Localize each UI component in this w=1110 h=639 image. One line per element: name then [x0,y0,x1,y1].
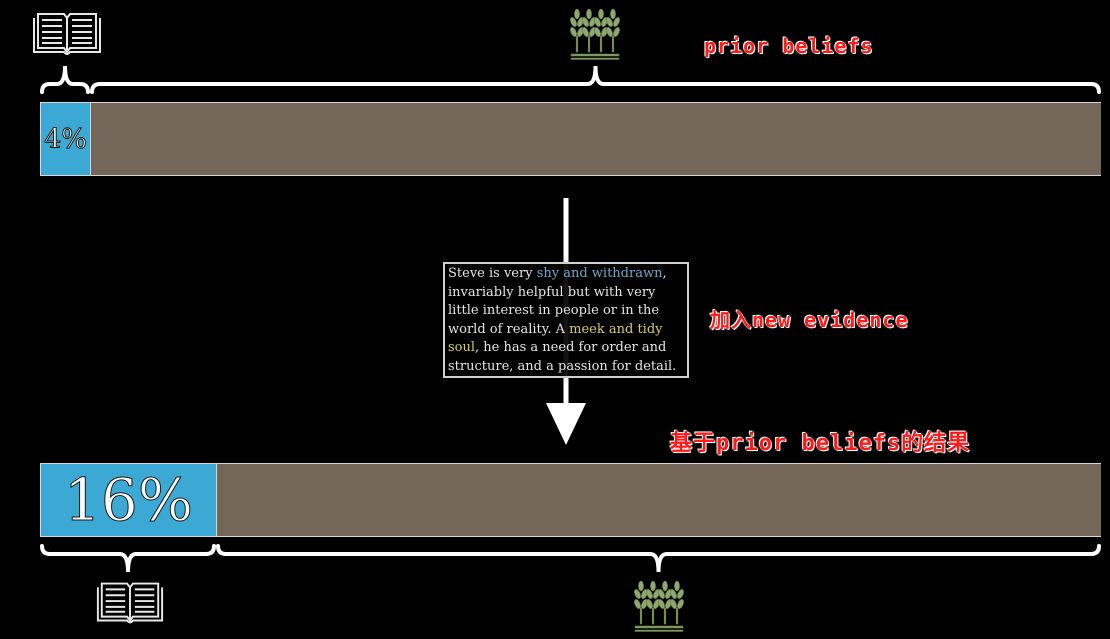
new-evidence-caption: 加入new evidence [710,308,909,332]
result-caption: 基于prior beliefs的结果 [670,431,971,456]
wheat-icon [570,8,620,60]
librarian-segment [41,103,90,175]
posterior-percentage-label: 16% [64,466,194,535]
farmer-brace [216,544,1101,573]
prior-bar: 4% [40,102,1101,176]
evidence-description: Steve is very shy and withdrawn, invaria… [443,262,689,378]
farmer-segment [90,103,1101,175]
farmer-brace [90,65,1101,94]
prior-beliefs-caption: prior beliefs [704,34,874,58]
librarian-brace [40,65,90,94]
posterior-bar: 16% [40,463,1101,537]
wheat-icon [634,580,684,632]
bottom-braces [40,544,1101,573]
librarian-segment [41,464,216,536]
evidence-highlight-shy: shy and withdrawn [536,266,663,281]
farmer-segment [216,464,1101,536]
open-book-icon [33,13,101,55]
evidence-text-3: , he has a need for order and structure,… [448,340,677,374]
librarian-brace [40,544,216,573]
evidence-highlight-meek: meek and tidy soul [448,321,663,356]
evidence-text-2: , invariably helpful but with very littl… [448,266,667,337]
top-braces [40,65,1101,94]
prior-percentage-label: 4% [44,123,88,155]
open-book-icon [96,582,164,624]
evidence-text-1: Steve is very [448,266,537,281]
